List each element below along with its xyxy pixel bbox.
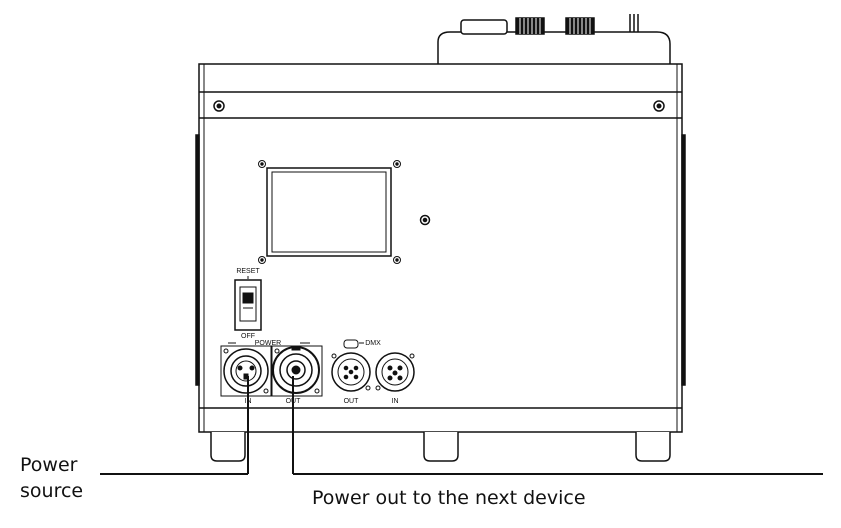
reset-switch[interactable]: RESET OFF bbox=[234, 268, 262, 340]
off-label: OFF bbox=[241, 333, 255, 340]
screw-top-right bbox=[653, 100, 665, 112]
display-window bbox=[258, 160, 401, 264]
power-source-callout-line2: source bbox=[20, 480, 83, 502]
screw-top-left bbox=[213, 100, 225, 112]
top-handle bbox=[460, 19, 508, 35]
power-out-callout: Power out to the next device bbox=[312, 487, 586, 509]
dmx-in-connector[interactable]: IN bbox=[375, 352, 415, 405]
foot-left bbox=[210, 432, 246, 462]
leader-power-out bbox=[292, 376, 823, 475]
power-source-callout-line1: Power bbox=[20, 454, 78, 476]
foot-right bbox=[635, 432, 671, 462]
top-knob-right bbox=[565, 17, 595, 35]
top-knob-left bbox=[515, 17, 545, 35]
top-control-unit bbox=[437, 14, 671, 64]
dmx-in-label: IN bbox=[392, 398, 399, 405]
power-out-connector[interactable]: OUT bbox=[271, 345, 323, 405]
leader-power-source bbox=[100, 376, 249, 475]
top-antenna bbox=[629, 14, 639, 32]
indicator-screw bbox=[419, 214, 431, 226]
dmx-out-connector[interactable]: OUT bbox=[331, 352, 371, 405]
power-label: POWER bbox=[255, 340, 281, 347]
power-label-group: POWER bbox=[228, 340, 310, 347]
reset-label: RESET bbox=[236, 268, 260, 275]
foot-center bbox=[423, 432, 459, 462]
power-in-connector[interactable]: IN bbox=[220, 345, 272, 405]
dmx-label: DMX bbox=[365, 340, 381, 347]
dmx-label-group: DMX bbox=[343, 339, 381, 349]
dmx-out-label: OUT bbox=[344, 398, 360, 405]
